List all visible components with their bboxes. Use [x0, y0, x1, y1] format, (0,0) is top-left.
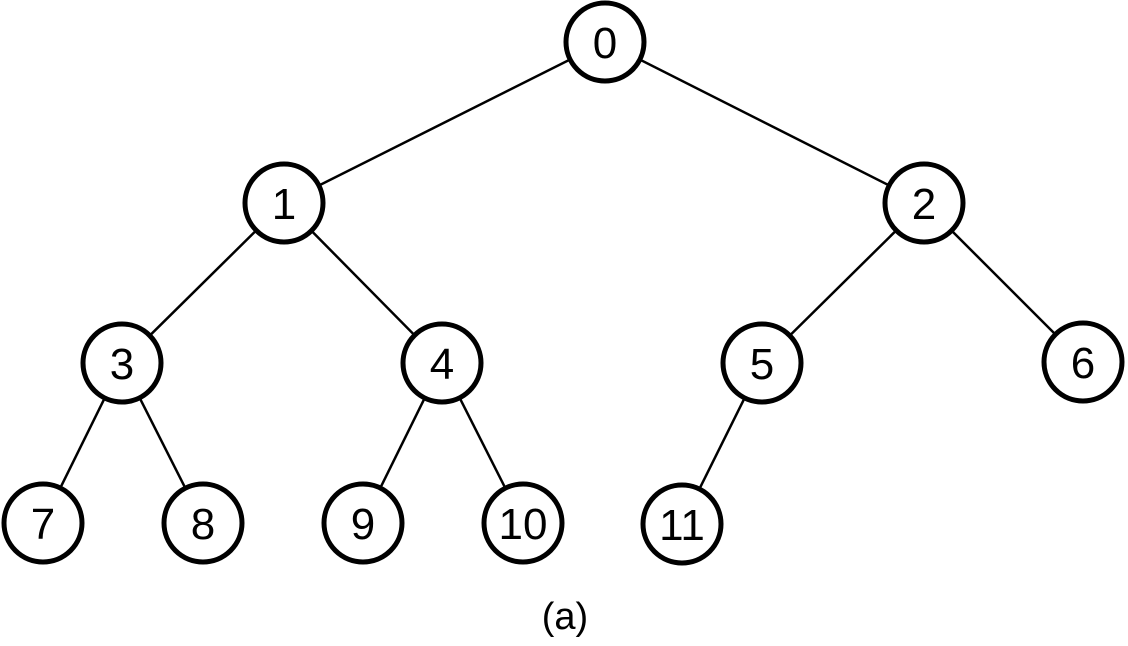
- tree-node-11: 11: [640, 482, 724, 566]
- node-label: 8: [191, 500, 215, 549]
- tree-node-3: 3: [80, 321, 164, 405]
- node-label: 1: [272, 180, 296, 229]
- node-circle: [161, 481, 245, 565]
- node-circle: [720, 321, 804, 405]
- node-circle: [242, 161, 326, 245]
- node-label: 10: [499, 500, 548, 549]
- node-circle: [400, 321, 484, 405]
- node-circle: [882, 161, 966, 245]
- node-label: 6: [1071, 339, 1095, 388]
- node-circle: [481, 481, 565, 565]
- node-label: 11: [659, 501, 705, 550]
- node-label: 2: [912, 180, 936, 229]
- tree-node-6: 6: [1041, 320, 1125, 404]
- tree-node-7: 7: [1, 481, 85, 565]
- tree-edge-0-1: [283, 40, 606, 205]
- node-circle: [563, 0, 647, 84]
- node-circle: [80, 321, 164, 405]
- tree-node-9: 9: [321, 481, 405, 565]
- node-circle: [1041, 320, 1125, 404]
- node-label: 4: [430, 340, 454, 389]
- tree-node-0: 0: [563, 0, 647, 84]
- node-circle: [1, 481, 85, 565]
- node-label: 7: [31, 500, 55, 549]
- tree-node-5: 5: [720, 321, 804, 405]
- tree-node-8: 8: [161, 481, 245, 565]
- node-label: 5: [750, 340, 774, 389]
- figure-caption: (a): [541, 596, 589, 638]
- node-label: 0: [593, 19, 617, 68]
- tree-node-10: 10: [481, 481, 565, 565]
- node-circle: [321, 481, 405, 565]
- tree-node-4: 4: [400, 321, 484, 405]
- tree-node-1: 1: [242, 161, 326, 245]
- node-label: 9: [351, 500, 375, 549]
- node-circle: [640, 482, 724, 566]
- node-label: 3: [110, 340, 134, 389]
- tree-edge-0-2: [604, 40, 925, 205]
- tree-node-2: 2: [882, 161, 966, 245]
